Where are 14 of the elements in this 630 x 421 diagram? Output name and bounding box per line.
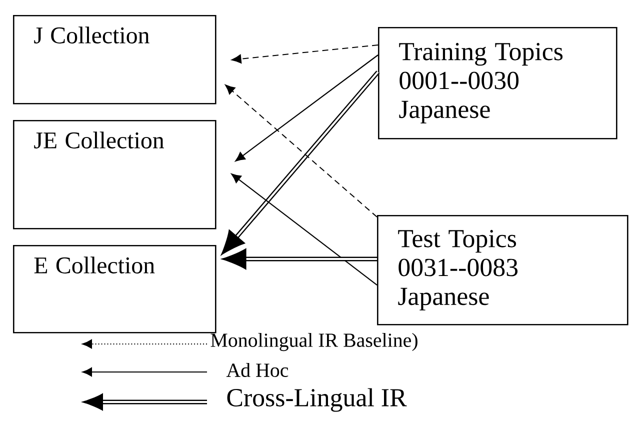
arrow: [231, 174, 378, 286]
legend-label: Monolingual IR Baseline): [210, 332, 418, 352]
legend-label: Ad Hoc: [226, 363, 288, 377]
collection-box: E Collection: [13, 245, 216, 334]
legend-label: Cross-Lingual IR: [227, 388, 407, 412]
topics-box: Training Topics 0001--0030 Japanese: [378, 27, 618, 140]
arrow: [221, 70, 380, 255]
arrow: [225, 84, 378, 218]
collection-box: JE Collection: [13, 120, 216, 230]
arrow: [232, 44, 378, 64]
topics-box: Test Topics 0031--0083 Japanese: [377, 215, 628, 326]
collection-box: J Collection: [13, 15, 216, 104]
arrow: [222, 248, 377, 270]
arrow: [235, 54, 378, 162]
